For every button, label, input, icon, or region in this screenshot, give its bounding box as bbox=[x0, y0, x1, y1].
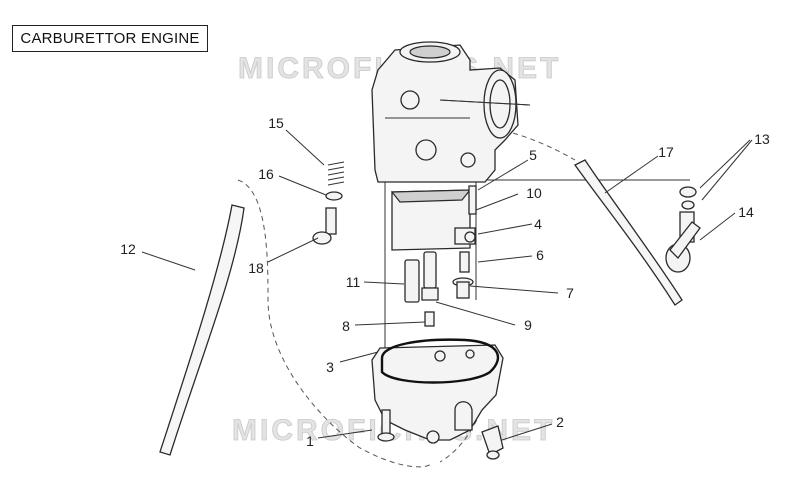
leader-lines bbox=[141, 99, 753, 441]
fitting-assembly bbox=[665, 186, 701, 273]
callout-18: 18 bbox=[248, 260, 264, 276]
carburettor-body bbox=[371, 41, 531, 183]
diagram-title: CARBURETTOR ENGINE bbox=[12, 25, 208, 52]
float-assembly bbox=[390, 185, 477, 251]
callout-14: 14 bbox=[738, 204, 754, 220]
callout-11: 11 bbox=[345, 274, 361, 290]
dashed-line-left-hose bbox=[237, 179, 433, 468]
callout-8: 8 bbox=[342, 318, 350, 334]
callout-2: 2 bbox=[556, 414, 564, 430]
jets-group bbox=[404, 251, 474, 327]
callout-3: 3 bbox=[326, 359, 334, 375]
mixture-screw-assembly bbox=[312, 161, 345, 245]
callout-17: 17 bbox=[658, 144, 674, 160]
vent-hose-left bbox=[159, 204, 245, 456]
drain-screw bbox=[377, 409, 395, 442]
idle-screw bbox=[481, 425, 504, 460]
callout-10: 10 bbox=[526, 185, 542, 201]
callout-12: 12 bbox=[120, 241, 136, 257]
float-bowl bbox=[371, 338, 504, 444]
callout-15: 15 bbox=[268, 115, 284, 131]
callout-16: 16 bbox=[258, 166, 274, 182]
callout-6: 6 bbox=[536, 247, 544, 263]
callout-13: 13 bbox=[754, 131, 770, 147]
vent-hose-right bbox=[574, 159, 683, 306]
callout-1: 1 bbox=[306, 433, 314, 449]
callout-4: 4 bbox=[534, 216, 542, 232]
callout-9: 9 bbox=[524, 317, 532, 333]
callout-7: 7 bbox=[566, 285, 574, 301]
callout-5: 5 bbox=[529, 147, 537, 163]
